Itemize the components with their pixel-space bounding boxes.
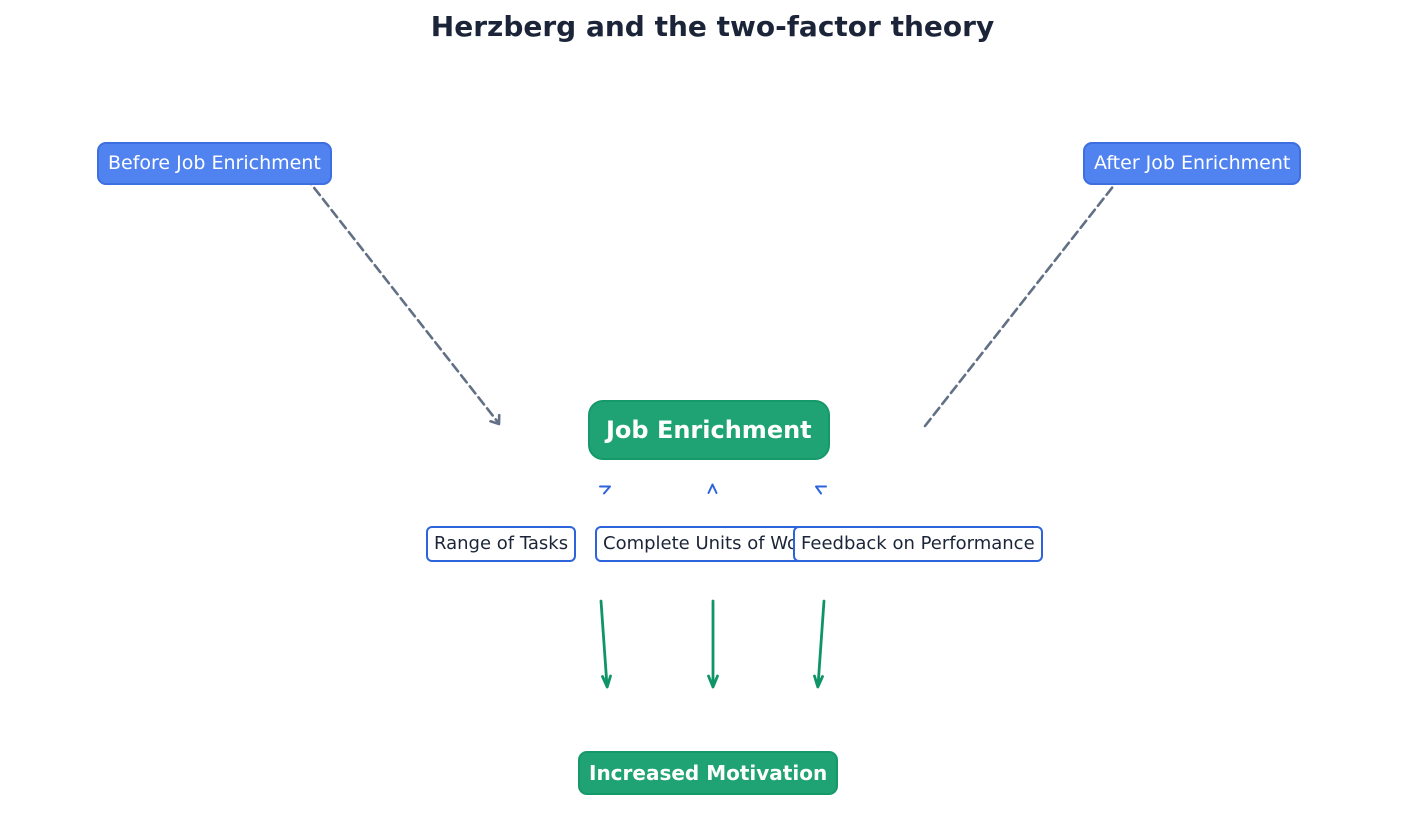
factor-arrow-middle-head (707, 483, 718, 494)
factor-complete-units-of-work: Complete Units of Work (595, 526, 824, 562)
before-job-enrichment-node: Before Job Enrichment (97, 142, 332, 185)
factor-arrow-right-head (815, 485, 827, 495)
dashed-arrow-before-head (489, 413, 501, 426)
factor-arrow-left-head (599, 485, 611, 495)
outcome-arrow-left (599, 599, 609, 688)
job-enrichment-node: Job Enrichment (588, 400, 830, 460)
factor-feedback-on-performance: Feedback on Performance (793, 526, 1043, 562)
outcome-arrow-middle-head (707, 674, 719, 689)
increased-motivation-node: Increased Motivation (578, 751, 839, 795)
outcome-arrow-right (816, 599, 826, 688)
factor-range-of-tasks: Range of Tasks (426, 526, 577, 562)
diagram-title: Herzberg and the two-factor theory (430, 10, 995, 43)
outcome-arrow-left-head (601, 674, 612, 689)
dashed-arrow-center-to-after (923, 168, 1128, 428)
after-job-enrichment-node: After Job Enrichment (1083, 142, 1302, 185)
outcome-arrow-right-head (813, 674, 824, 689)
dashed-arrow-before-to-center (295, 164, 499, 423)
